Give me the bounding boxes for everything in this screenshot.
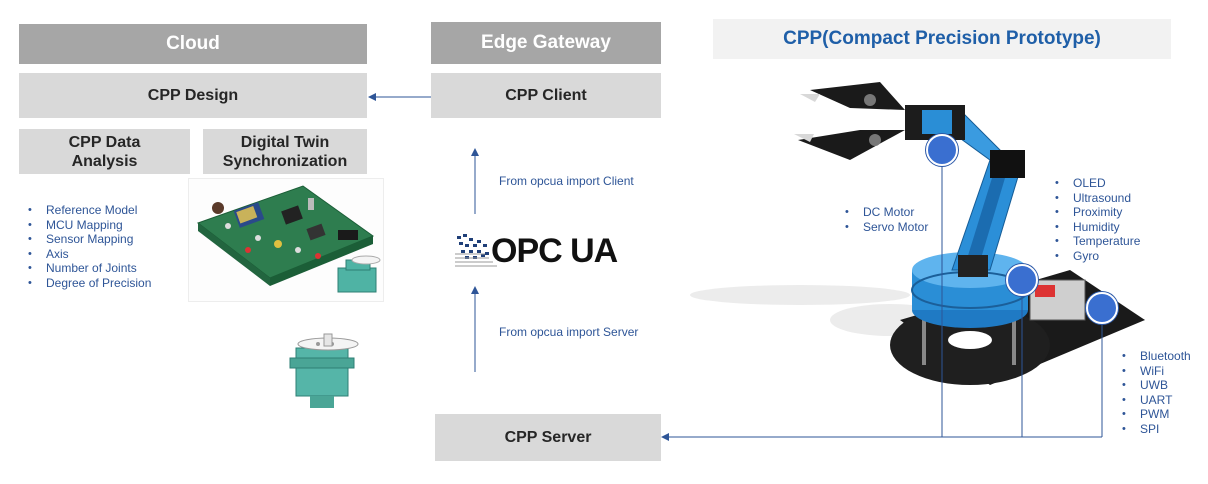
list-item: Servo Motor — [845, 220, 928, 235]
list-item: PWM — [1122, 407, 1191, 422]
cpp-header: CPP(Compact Precision Prototype) — [713, 19, 1171, 59]
cpp-design-box: CPP Design — [19, 73, 367, 118]
list-item: DC Motor — [845, 205, 928, 220]
list-item: UART — [1122, 393, 1191, 408]
list-item: Humidity — [1055, 220, 1140, 235]
import-client-label: From opcua import Client — [499, 174, 634, 188]
sensor-indicator-dot — [1006, 264, 1038, 296]
cloud-header: Cloud — [19, 24, 367, 64]
list-item: Reference Model — [28, 203, 151, 218]
list-item: Axis — [28, 247, 151, 262]
client-to-design-arrow — [368, 93, 432, 101]
list-item: MCU Mapping — [28, 218, 151, 233]
list-item: Proximity — [1055, 205, 1140, 220]
up-arrow-server — [471, 286, 479, 372]
comm-indicator-dot — [1086, 292, 1118, 324]
servo-motor-illustration — [289, 333, 359, 408]
list-item: Degree of Precision — [28, 276, 151, 291]
opc-ua-logo: OPC UA — [455, 230, 635, 272]
list-item: Ultrasound — [1055, 191, 1140, 206]
sensor-list: OLED Ultrasound Proximity Humidity Tempe… — [1055, 176, 1140, 263]
robot-to-server-connector — [661, 160, 1103, 441]
comm-list: Bluetooth WiFi UWB UART PWM SPI — [1122, 349, 1191, 436]
motor-indicator-dot — [926, 134, 958, 166]
import-server-label: From opcua import Server — [499, 325, 639, 339]
list-item: Sensor Mapping — [28, 232, 151, 247]
motor-list: DC Motor Servo Motor — [845, 205, 928, 234]
cloud-feature-list: Reference Model MCU Mapping Sensor Mappi… — [28, 203, 151, 290]
digital-twin-box: Digital Twin Synchronization — [203, 129, 367, 174]
list-item: Bluetooth — [1122, 349, 1191, 364]
cpp-server-box: CPP Server — [435, 414, 661, 461]
pcb-board-illustration — [196, 185, 381, 293]
list-item: WiFi — [1122, 364, 1191, 379]
list-item: Temperature — [1055, 234, 1140, 249]
list-item: Gyro — [1055, 249, 1140, 264]
list-item: UWB — [1122, 378, 1191, 393]
edge-gateway-header: Edge Gateway — [431, 22, 661, 64]
list-item: SPI — [1122, 422, 1191, 437]
list-item: Number of Joints — [28, 261, 151, 276]
opc-ua-logo-text: OPC UA — [491, 232, 618, 270]
list-item: OLED — [1055, 176, 1140, 191]
up-arrow-client — [471, 148, 479, 214]
opc-ua-mark-icon — [455, 234, 497, 267]
cpp-client-box: CPP Client — [431, 73, 661, 118]
cpp-data-analysis-box: CPP Data Analysis — [19, 129, 190, 174]
